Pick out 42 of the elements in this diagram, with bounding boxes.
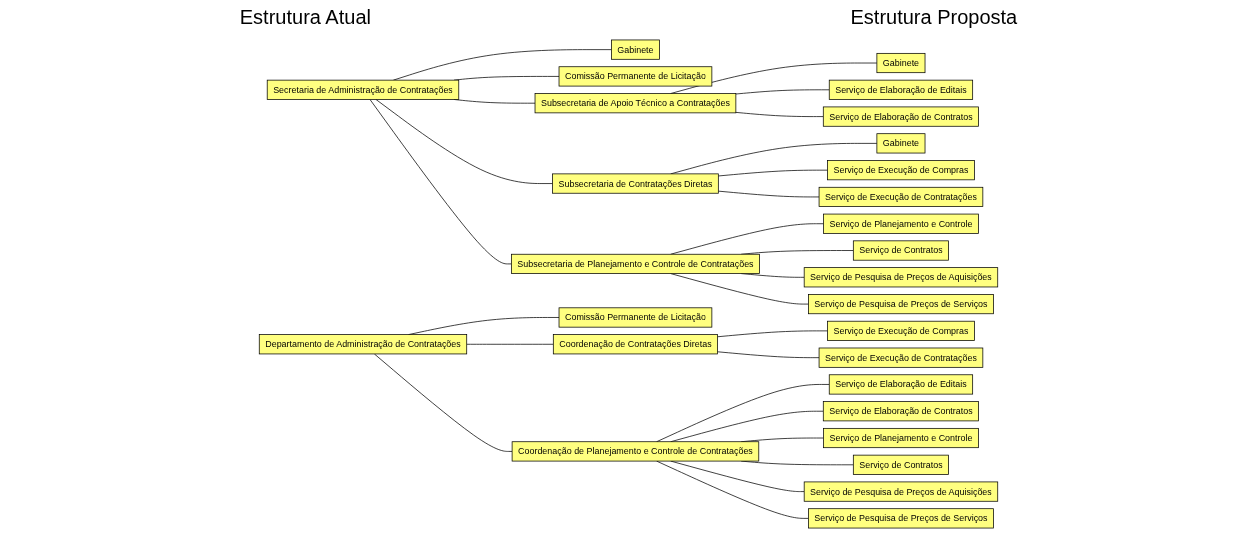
section-heading: Estrutura Proposta bbox=[850, 5, 1018, 29]
node-box: Serviço de Pesquisa de Preços de Aquisições bbox=[803, 267, 999, 288]
node-box: Serviço de Elaboração de Editais bbox=[828, 374, 974, 395]
node-box: Secretaria de Administração de Contratações bbox=[266, 79, 460, 100]
connector bbox=[656, 384, 830, 443]
connector bbox=[717, 169, 828, 177]
node-box: Subsecretaria de Planejamento e Controle de Contratações bbox=[511, 253, 760, 274]
node-box: Departamento de Administração de Contratações bbox=[258, 334, 468, 355]
node-box: Comissão Permanente de Licitação bbox=[558, 307, 713, 328]
node-box: Serviço de Elaboração de Editais bbox=[828, 79, 974, 100]
node-box: Gabinete bbox=[876, 53, 926, 74]
node-box: Serviço de Elaboração de Contratos bbox=[822, 401, 979, 422]
node-box: Serviço de Pesquisa de Preços de Serviços bbox=[808, 508, 994, 529]
node-box: Serviço de Contratos bbox=[852, 240, 949, 261]
node-box: Coordenação de Contratações Diretas bbox=[552, 334, 718, 355]
node-box: Subsecretaria de Apoio Técnico a Contratações bbox=[534, 93, 737, 114]
node-box: Serviço de Execução de Contratações bbox=[818, 347, 984, 368]
node-box: Serviço de Execução de Contratações bbox=[818, 186, 984, 207]
connector bbox=[735, 89, 830, 95]
node-box: Subsecretaria de Contratações Diretas bbox=[552, 173, 719, 194]
connector bbox=[717, 330, 828, 338]
connector bbox=[374, 353, 513, 452]
node-box: Serviço de Planejamento e Controle bbox=[823, 428, 979, 449]
connector bbox=[670, 223, 824, 255]
connector bbox=[375, 99, 553, 184]
node-box: Serviço de Execução de Compras bbox=[827, 320, 975, 341]
node-box: Serviço de Pesquisa de Preços de Aquisições bbox=[803, 481, 999, 502]
connector bbox=[735, 112, 824, 117]
node-box: Comissão Permanente de Licitação bbox=[558, 66, 713, 87]
node-box: Gabinete bbox=[876, 133, 926, 154]
section-heading: Estrutura Atual bbox=[239, 5, 371, 29]
connector bbox=[369, 99, 512, 265]
node-box: Serviço de Contratos bbox=[852, 454, 949, 475]
connector bbox=[717, 190, 820, 198]
node-box: Serviço de Planejamento e Controle bbox=[823, 213, 979, 234]
connector bbox=[466, 343, 554, 345]
node-box: Gabinete bbox=[611, 39, 660, 60]
connector bbox=[717, 351, 820, 359]
node-box: Coordenação de Planejamento e Controle de Contratações bbox=[511, 441, 760, 462]
node-box: Serviço de Execução de Compras bbox=[827, 160, 975, 181]
node-box: Serviço de Pesquisa de Preços de Serviços bbox=[808, 294, 994, 315]
node-box: Serviço de Elaboração de Contratos bbox=[822, 106, 979, 127]
